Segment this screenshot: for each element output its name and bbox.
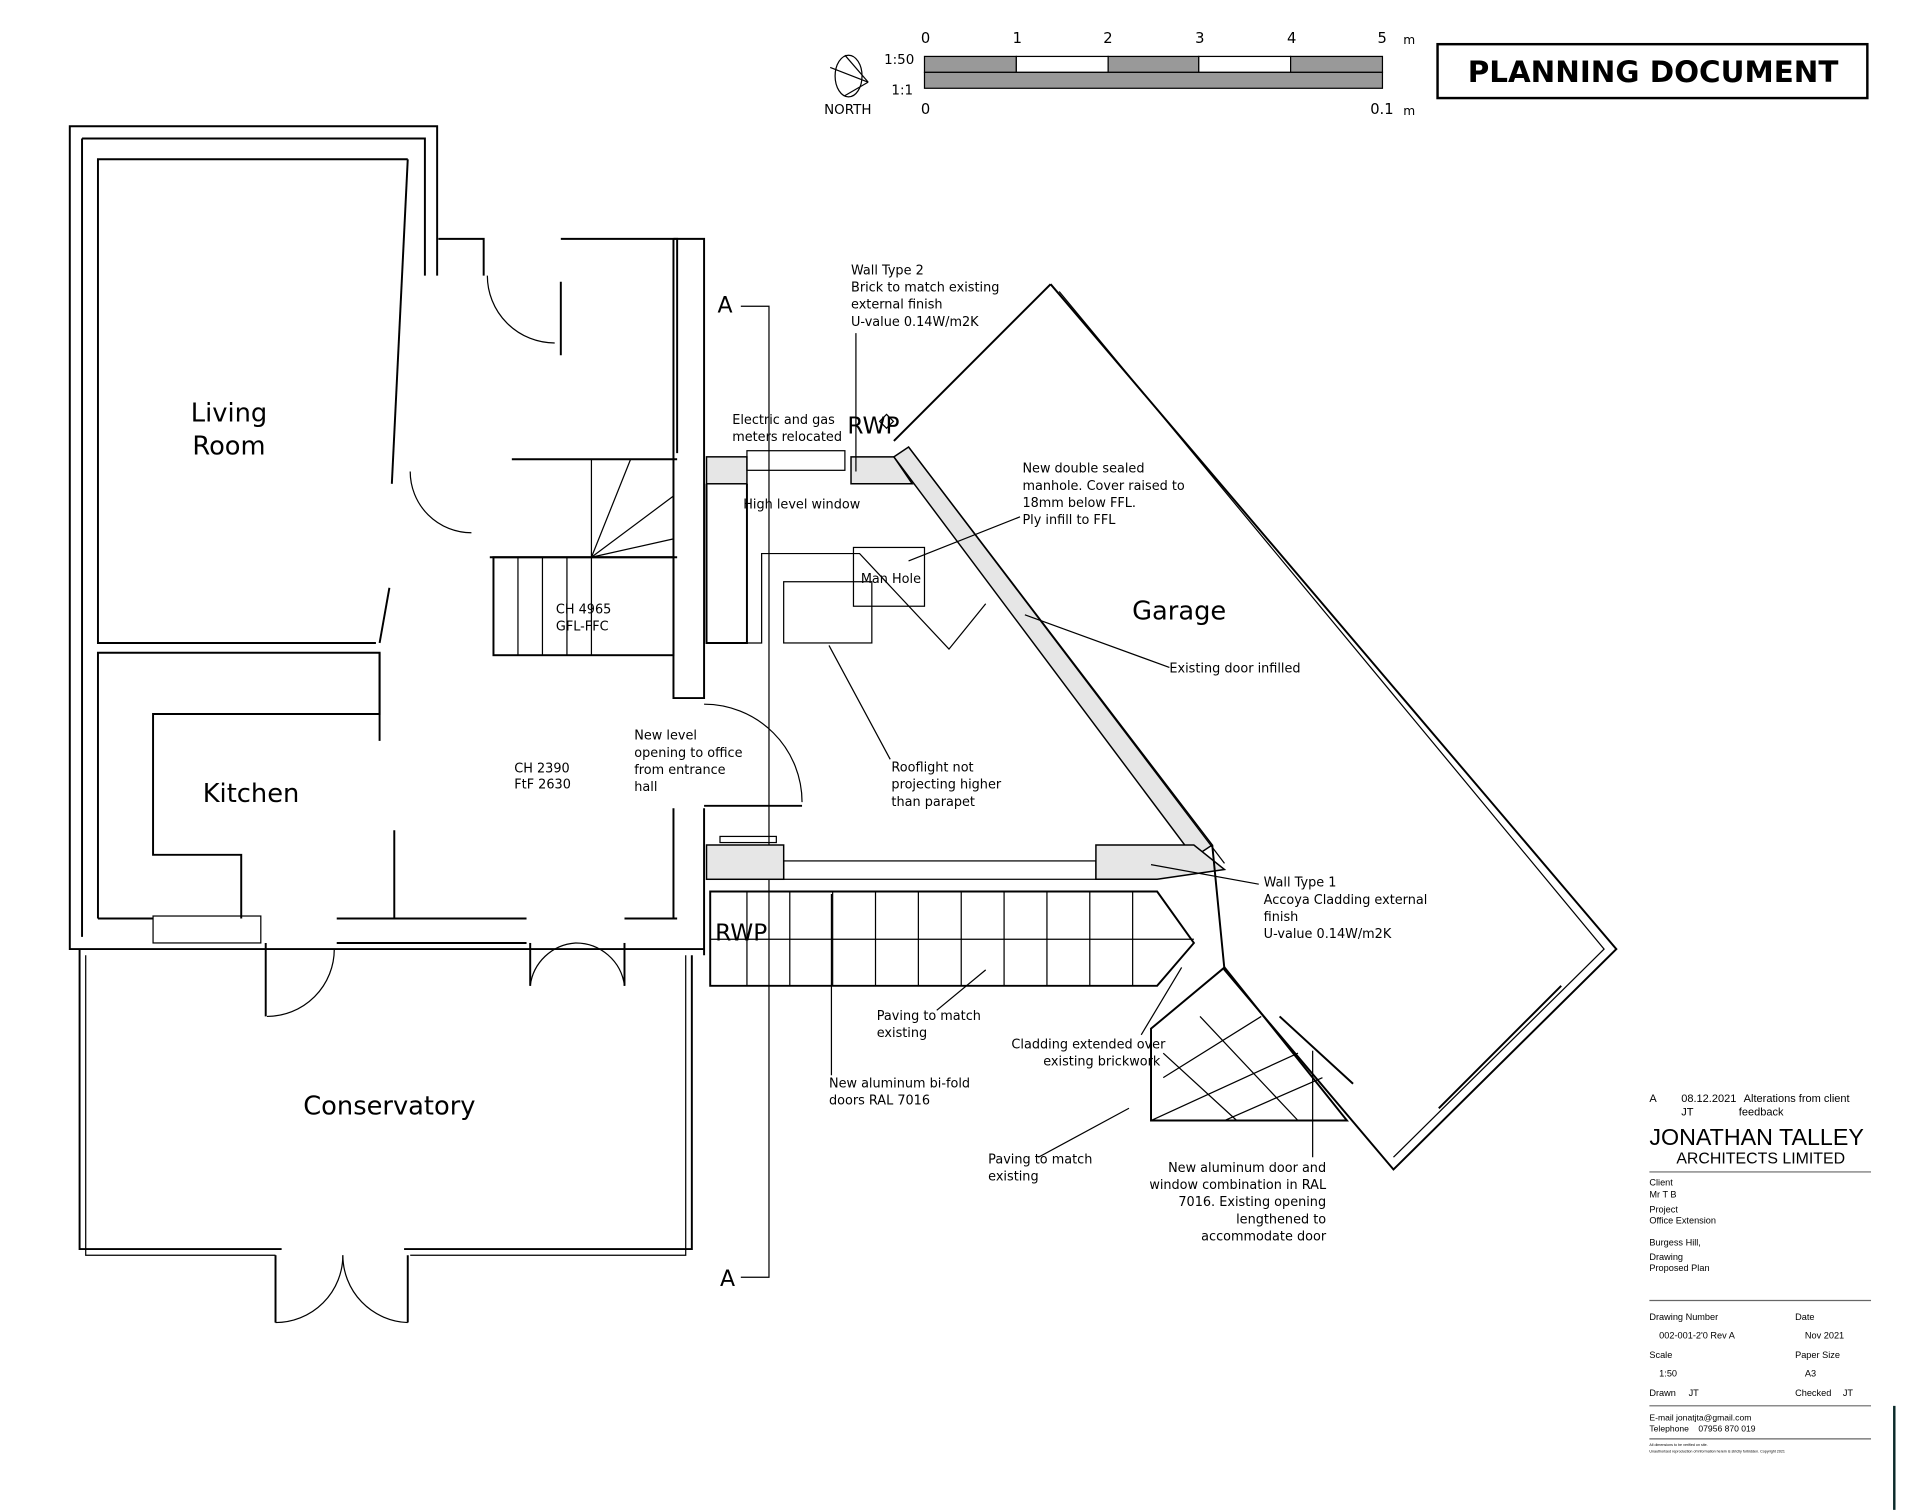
project-label: Project	[1649, 1204, 1678, 1214]
scale-tick: 1	[1013, 30, 1022, 47]
paper-label: Paper Size	[1795, 1350, 1840, 1360]
scale-bar: 1:50 1:1 0 1 2 3 4 5 m 0 0.1 m	[884, 30, 1415, 118]
date-value: Nov 2021	[1805, 1330, 1844, 1340]
scale-tick: 2	[1103, 30, 1112, 47]
scale-tick: 5	[1378, 30, 1387, 47]
date-label: Date	[1795, 1312, 1814, 1322]
rwp-label: RWP	[847, 413, 899, 440]
section-line-a: A A	[718, 293, 770, 1292]
existing-house	[68, 125, 803, 1324]
client-label: Client	[1649, 1177, 1673, 1187]
company-name: JONATHAN TALLEY	[1649, 1124, 1863, 1150]
staircase	[489, 458, 678, 657]
door-swings	[264, 275, 803, 1324]
revision-by: JT	[1681, 1107, 1694, 1119]
revision-date: 08.12.2021	[1681, 1093, 1736, 1105]
disclaimer-1: All dimensions to be verified on site.	[1649, 1443, 1707, 1447]
scale-tick: 0	[921, 30, 930, 47]
drawing-label: Drawing	[1649, 1252, 1683, 1262]
note-door-infilled: Existing door infilled	[1169, 661, 1300, 676]
section-label-bottom: A	[720, 1267, 735, 1292]
document-title: PLANNING DOCUMENT	[1468, 55, 1839, 89]
north-arrow: NORTH	[824, 54, 871, 118]
compass-icon	[829, 54, 869, 98]
checked-label: Checked	[1795, 1388, 1831, 1398]
drawing-value: Proposed Plan	[1649, 1263, 1709, 1273]
garage	[1049, 283, 1618, 1171]
revision-id: A	[1649, 1093, 1657, 1105]
scale-value: 1:50	[1659, 1368, 1677, 1378]
manhole-label: Man Hole	[861, 572, 921, 587]
scale-tick: 3	[1195, 30, 1204, 47]
title-block: A 08.12.2021 Alterations from client JT …	[1649, 1093, 1872, 1453]
paving-diamond-area	[1150, 966, 1349, 1122]
scale-label: Scale	[1649, 1350, 1672, 1360]
disclaimer-2: Unauthorised reproduction of information…	[1649, 1449, 1785, 1453]
revision-desc-2: feedback	[1739, 1107, 1784, 1119]
planning-document-stamp: PLANNING DOCUMENT	[1436, 42, 1869, 100]
drawn-value: JT	[1689, 1388, 1700, 1398]
paper-value: A3	[1805, 1368, 1816, 1378]
scale-unit: m	[1403, 104, 1415, 118]
drawing-number-label: Drawing Number	[1649, 1312, 1718, 1322]
scale-ratio-top: 1:50	[884, 53, 914, 68]
scale-tick: 4	[1287, 30, 1296, 47]
note-high-level-window: High level window	[743, 497, 860, 512]
room-label-conservatory: Conservatory	[303, 1091, 475, 1121]
drawn-label: Drawn	[1649, 1388, 1676, 1398]
location-value: Burgess Hill,	[1649, 1237, 1700, 1247]
section-label-top: A	[718, 293, 733, 318]
paving-area	[709, 890, 1196, 987]
north-label: NORTH	[824, 103, 871, 118]
scale-tick: 0.1	[1370, 101, 1393, 118]
scale-unit: m	[1403, 33, 1415, 47]
project-value: Office Extension	[1649, 1215, 1716, 1225]
room-label-garage: Garage	[1132, 597, 1226, 627]
scale-ratio-bottom: 1:1	[891, 83, 913, 98]
company-subtitle: ARCHITECTS LIMITED	[1676, 1150, 1845, 1167]
drawing-number-value: 002-001-2'0 Rev A	[1659, 1330, 1736, 1340]
office-extension	[705, 283, 1618, 1171]
client-value: Mr T B	[1649, 1190, 1676, 1200]
room-label-kitchen: Kitchen	[203, 779, 300, 809]
telephone: Telephone 07956 870 019	[1649, 1424, 1755, 1434]
rwp-label: RWP	[715, 920, 767, 947]
checked-value: JT	[1843, 1388, 1854, 1398]
scale-tick: 0	[921, 101, 930, 118]
revision-desc: Alterations from client	[1744, 1093, 1850, 1105]
email: E-mail jonatjta@gmail.com	[1649, 1413, 1751, 1423]
